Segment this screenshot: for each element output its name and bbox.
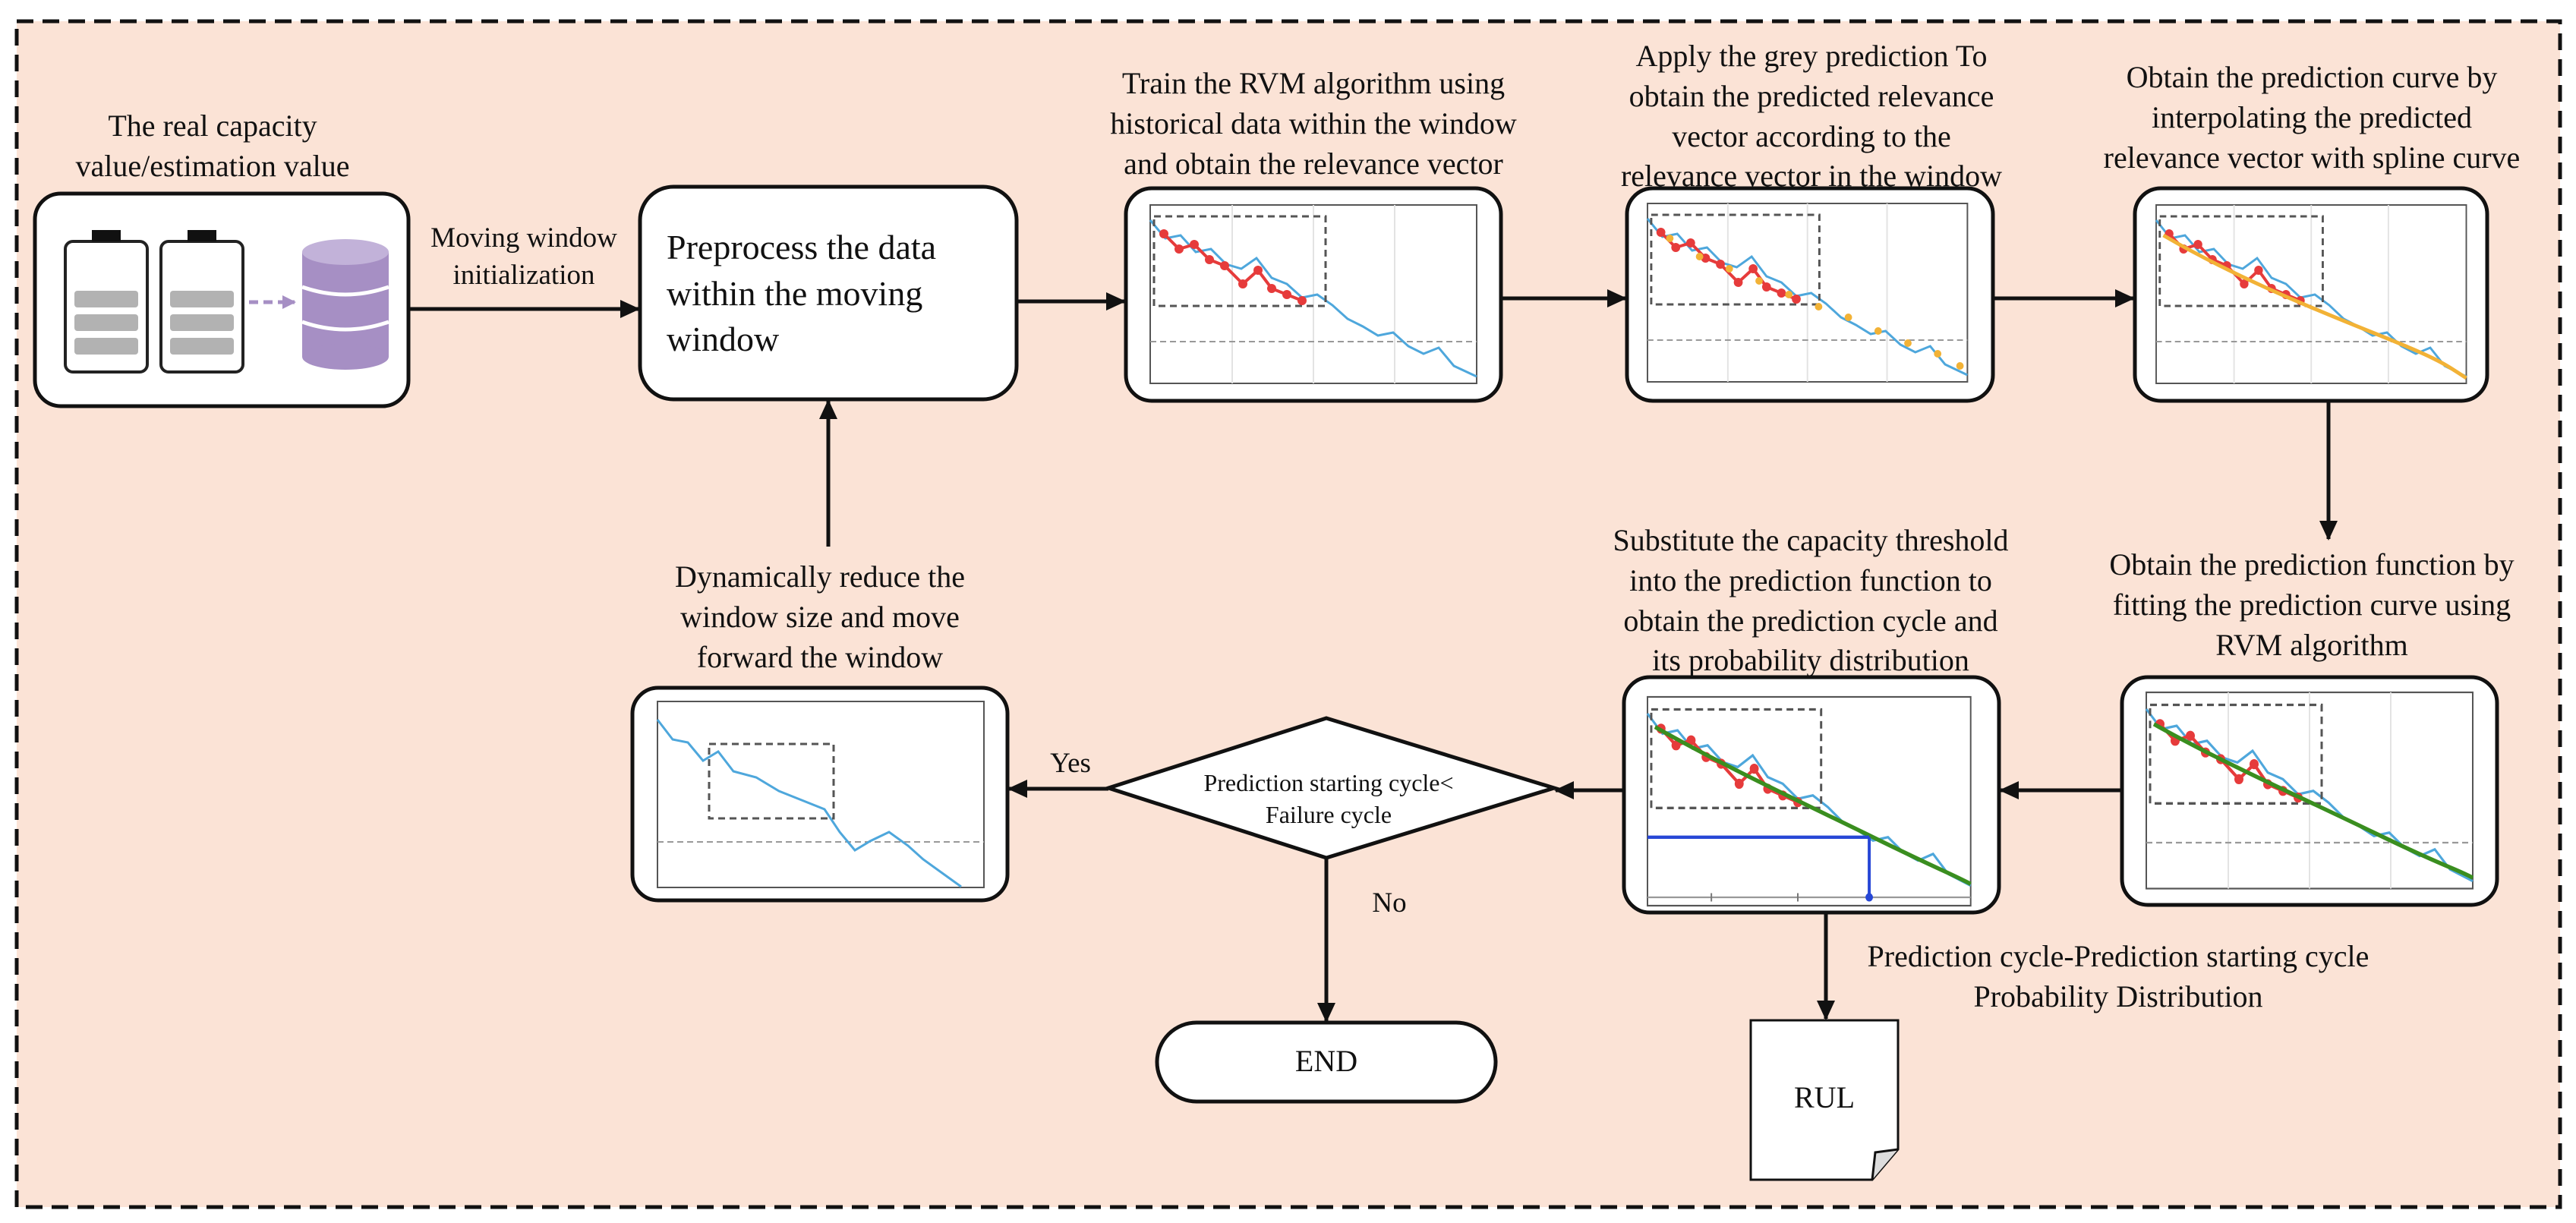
grey-label: Apply the grey prediction To obtain the …: [1620, 39, 2002, 194]
database-icon: [301, 239, 389, 370]
train-chart: [1149, 204, 1478, 384]
end-label: END: [1294, 1044, 1358, 1078]
yes-label: Yes: [1050, 748, 1091, 779]
input-title: The real capacity value/estimation value: [75, 109, 350, 183]
flow-arrows: [408, 289, 2338, 1023]
no-label: No: [1372, 887, 1407, 919]
rul-caption: Prediction cycle-Prediction starting cyc…: [1867, 939, 2369, 1013]
moving-window-label: Moving window initialization: [430, 222, 617, 291]
battery-icon: [64, 230, 149, 374]
decision-label: Prediction starting cycle< Failure cycle: [1203, 769, 1454, 829]
fit-label: Obtain the prediction function by fittin…: [2109, 547, 2515, 662]
dynamic-chart: [656, 701, 985, 888]
spline-label: Obtain the prediction curve by interpola…: [2103, 60, 2521, 175]
substitute-label: Substitute the capacity threshold into t…: [1613, 523, 2009, 678]
preprocess-label: Preprocess the data within the moving wi…: [667, 228, 937, 359]
train-label: Train the RVM algorithm using historical…: [1110, 66, 1517, 181]
substitute-chart: [1646, 695, 1972, 907]
rul-document: [1749, 1019, 1900, 1181]
end-terminal: [1155, 1020, 1498, 1104]
fit-chart: [2145, 691, 2474, 890]
battery-icon-2: [159, 230, 244, 374]
spline-chart: [2155, 204, 2467, 384]
rul-label: RUL: [1794, 1080, 1855, 1114]
grey-chart: [1646, 203, 1969, 383]
dynamic-label: Dynamically reduce the window size and m…: [674, 559, 966, 674]
